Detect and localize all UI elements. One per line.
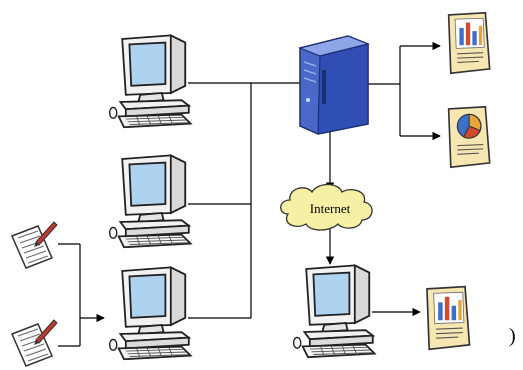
internet-cloud-icon: Internet <box>280 183 373 231</box>
tower-server-icon <box>298 35 370 135</box>
bar-chart-report-icon <box>447 11 491 75</box>
pie-chart-report-icon <box>447 105 491 169</box>
computer-1-icon <box>108 34 192 129</box>
internet-label: Internet <box>310 201 351 216</box>
handwritten-form-1-icon <box>11 221 58 269</box>
handwritten-form-2-icon <box>11 319 58 367</box>
connector-lines <box>58 41 441 347</box>
remote-computer-icon <box>292 264 376 359</box>
remote-bar-report-icon <box>426 285 471 351</box>
computer-3-icon <box>108 266 192 361</box>
cropped-edge-character: ) <box>509 325 516 347</box>
computer-2-icon <box>108 154 192 249</box>
